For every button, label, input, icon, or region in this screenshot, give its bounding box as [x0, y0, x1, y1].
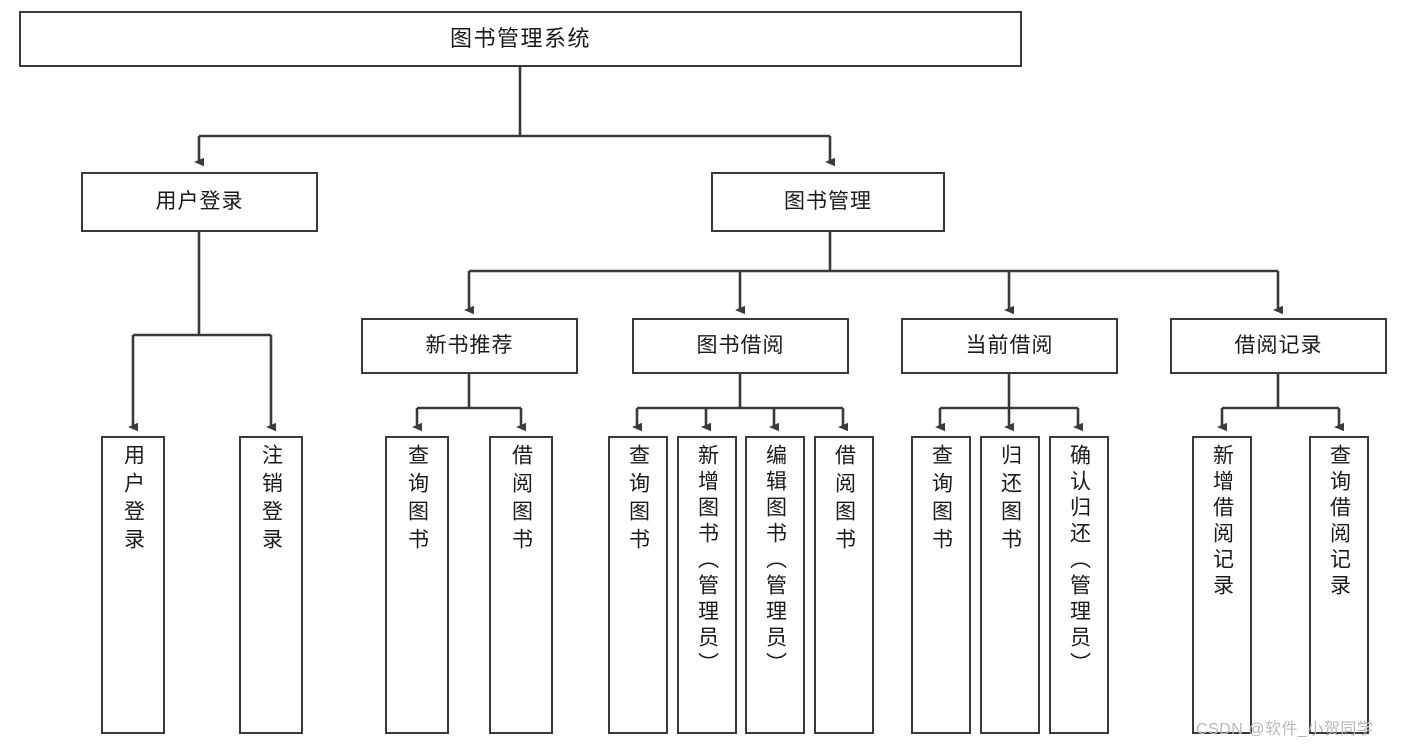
leaf-borrow-borrow-book[interactable]: 借阅图书: [814, 436, 874, 734]
csdn-watermark: CSDN @软件_小贺同学: [1196, 721, 1374, 738]
node-borrow-records-label: 借阅记录: [1234, 333, 1323, 357]
leaf-borrow-query-book-label: 查询图书: [626, 444, 650, 556]
leaf-records-query-record[interactable]: 查询借阅记录: [1309, 436, 1369, 734]
leaf-borrow-edit-book-admin-label: 编辑图书（管理员）: [763, 444, 787, 678]
leaf-records-add-record-label: 新增借阅记录: [1210, 444, 1234, 600]
leaf-current-return-book[interactable]: 归还图书: [980, 436, 1040, 734]
leaf-current-query-book[interactable]: 查询图书: [911, 436, 971, 734]
leaf-current-confirm-return-admin-label: 确认归还（管理员）: [1067, 444, 1091, 678]
leaf-current-query-book-label: 查询图书: [929, 444, 953, 556]
leaf-newbook-query-book[interactable]: 查询图书: [385, 436, 449, 734]
leaf-records-query-record-label: 查询借阅记录: [1327, 444, 1351, 600]
node-book-borrow-label: 图书借阅: [696, 333, 785, 357]
node-current-borrow[interactable]: 当前借阅: [901, 318, 1118, 374]
leaf-borrow-borrow-book-label: 借阅图书: [832, 444, 856, 556]
leaf-logout[interactable]: 注销登录: [239, 436, 303, 734]
node-book-management-label: 图书管理: [784, 189, 872, 213]
node-root-system[interactable]: 图书管理系统: [19, 11, 1022, 67]
node-current-borrow-label: 当前借阅: [965, 333, 1054, 357]
node-user-login[interactable]: 用户登录: [81, 172, 318, 232]
leaf-user-login[interactable]: 用户登录: [101, 436, 165, 734]
node-borrow-records[interactable]: 借阅记录: [1170, 318, 1387, 374]
leaf-borrow-query-book[interactable]: 查询图书: [608, 436, 668, 734]
node-root-system-label: 图书管理系统: [449, 26, 591, 52]
leaf-borrow-add-book-admin[interactable]: 新增图书（管理员）: [677, 436, 737, 734]
leaf-newbook-query-book-label: 查询图书: [405, 444, 429, 556]
leaf-logout-label: 注销登录: [259, 444, 283, 556]
node-user-login-label: 用户登录: [155, 189, 244, 213]
node-new-book-recommend[interactable]: 新书推荐: [361, 318, 578, 374]
leaf-newbook-borrow-book[interactable]: 借阅图书: [489, 436, 553, 734]
node-book-borrow[interactable]: 图书借阅: [632, 318, 849, 374]
node-new-book-recommend-label: 新书推荐: [425, 333, 514, 357]
leaf-borrow-edit-book-admin[interactable]: 编辑图书（管理员）: [745, 436, 805, 734]
leaf-user-login-label: 用户登录: [121, 444, 145, 556]
leaf-current-confirm-return-admin[interactable]: 确认归还（管理员）: [1049, 436, 1109, 734]
leaf-borrow-add-book-admin-label: 新增图书（管理员）: [695, 444, 719, 678]
leaf-current-return-book-label: 归还图书: [998, 444, 1022, 556]
leaf-newbook-borrow-book-label: 借阅图书: [509, 444, 533, 556]
node-book-management[interactable]: 图书管理: [711, 172, 945, 232]
leaf-records-add-record[interactable]: 新增借阅记录: [1192, 436, 1252, 734]
